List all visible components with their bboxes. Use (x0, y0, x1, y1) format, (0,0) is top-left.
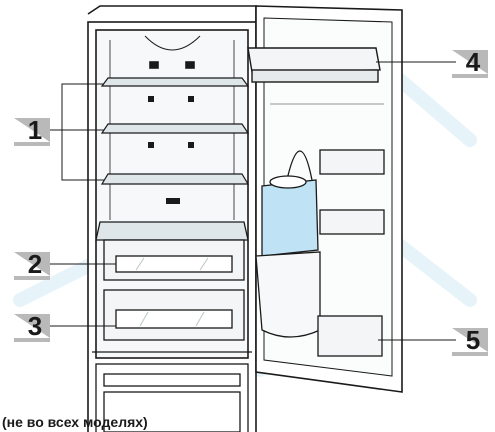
callout-2-label: 2 (20, 250, 50, 278)
lower-drawer (104, 290, 244, 340)
door-top-compartment (248, 48, 380, 82)
callout-5-label: 5 (458, 326, 488, 354)
callout-4-label: 4 (458, 48, 488, 76)
callout-1-label: 1 (20, 116, 50, 144)
crisper-drawer (96, 222, 248, 280)
caption: (не во всех моделях) (2, 414, 148, 430)
callout-3-label: 3 (20, 312, 50, 340)
